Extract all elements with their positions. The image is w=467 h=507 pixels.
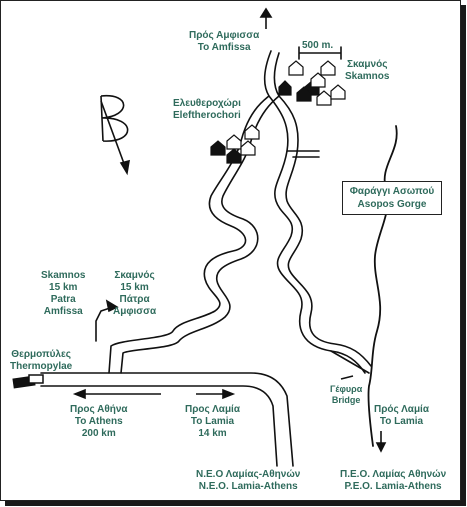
national-road-top [40, 372, 294, 467]
eleftherochori-houses [210, 124, 260, 164]
amfissa-label-en: To Amfissa [197, 42, 251, 53]
lamia-arrowhead [222, 388, 236, 400]
nat-road-2-line: Π.Ε.Ο. Λαμίας Αθηνών [340, 469, 447, 480]
asopos-gorge-box: Φαράγγι Ασωπού Asopos Gorge [342, 181, 442, 215]
lamia-right-line: Πρός Λαμία [374, 404, 429, 415]
thermopylae-label-gr: Θερμοπύλες [11, 349, 71, 360]
amfissa-label: Πρός Αμφισσα To Amfissa [189, 30, 259, 54]
lamia-right-line: To Lamia [379, 416, 424, 427]
junction-en-line: 15 km [49, 282, 78, 293]
skamnos-label-en: Skamnos [345, 71, 390, 82]
junction-gr-line: Πάτρα [119, 294, 150, 305]
junction-en-line: Amfissa [43, 306, 83, 317]
junction-arrowhead [105, 299, 119, 313]
junction-gr-line: 15 km [120, 282, 149, 293]
nat-road-1-line: N.E.O. Lamia-Athens [198, 481, 298, 492]
junction-gr-line: Αμφισσα [113, 306, 157, 317]
athens-arrowhead [72, 388, 86, 400]
asopos-gorge-line [367, 125, 398, 447]
athens-line: Προς Αθήνα [70, 404, 128, 415]
distance-marker [298, 46, 342, 60]
nat-road-1-line: Ν.Ε.Ο Λαμίας-Αθηνών [196, 469, 301, 480]
lamia-left-line: Προς Λαμία [185, 404, 240, 415]
lamia-left-line: To Lamia [190, 416, 235, 427]
athens-line: To Athens [74, 416, 123, 427]
lamia-label-left: Προς Λαμία To Lamia 14 km [185, 404, 240, 440]
thermopylae-monument [12, 374, 44, 389]
junction-label-gr: Σκαμνός 15 km Πάτρα Αμφισσα [113, 270, 156, 318]
eleftherochori-label-gr: Ελευθεροχώρι [173, 98, 241, 109]
eleftherochori-label-en: Eleftherochori [173, 110, 241, 121]
gorge-label-en: Asopos Gorge [357, 199, 427, 210]
nat-road-2-line: P.E.O. Lamia-Athens [344, 481, 442, 492]
lamia-right-arrowhead [375, 442, 387, 453]
distance-label: 500 m. [302, 40, 334, 51]
compass-needle [100, 100, 127, 170]
national-road-label-2: Π.Ε.Ο. Λαμίας Αθηνών P.E.O. Lamia-Athens [340, 469, 446, 493]
winding-road-right-edge [120, 52, 280, 374]
bridge-label: Γέφυρα Bridge [330, 384, 362, 406]
bridge-label-en: Bridge [331, 395, 361, 405]
bridge-link [330, 350, 370, 374]
skamnos-label: Σκαμνός Skamnos [345, 59, 389, 83]
athens-line: 200 km [81, 428, 116, 439]
junction-label-en: Skamnos 15 km Patra Amfissa [41, 270, 85, 318]
junction-gr-line: Σκαμνός [114, 270, 155, 281]
thermopylae-label-en: Thermopylae [10, 361, 73, 372]
bridge-arrow-line [340, 375, 354, 380]
lamia-label-right: Πρός Λαμία To Lamia [374, 404, 429, 428]
junction-en-line: Patra [50, 294, 76, 305]
north-arrowhead [259, 7, 273, 18]
national-road-label-1: Ν.Ε.Ο Λαμίας-Αθηνών N.E.O. Lamia-Athens [196, 469, 300, 493]
winding-road-left-edge [108, 50, 272, 374]
athens-label: Προς Αθήνα To Athens 200 km [70, 404, 128, 440]
village-loop-road [268, 95, 366, 374]
bridge-label-gr: Γέφυρα [330, 384, 363, 394]
lamia-left-line: 14 km [198, 428, 227, 439]
amfissa-label-gr: Πρός Αμφισσα [189, 30, 260, 41]
skamnos-label-gr: Σκαμνός [347, 59, 388, 70]
thermopylae-label: Θερμοπύλες Thermopylae [10, 349, 72, 373]
map-drawing [12, 7, 398, 467]
skamnos-houses [278, 60, 346, 106]
compass-letter-b [100, 95, 129, 142]
compass-arrowhead [119, 159, 130, 176]
junction-branch [95, 306, 114, 342]
eleftherochori-label: Ελευθεροχώρι Eleftherochori [173, 98, 241, 122]
national-road-bottom [40, 385, 278, 467]
gorge-label-gr: Φαράγγι Ασωπού [349, 186, 435, 197]
skamnos-spur [286, 150, 320, 158]
village-loop-road-inner [278, 95, 372, 367]
map-frame [0, 0, 461, 501]
junction-en-line: Skamnos [41, 270, 86, 281]
